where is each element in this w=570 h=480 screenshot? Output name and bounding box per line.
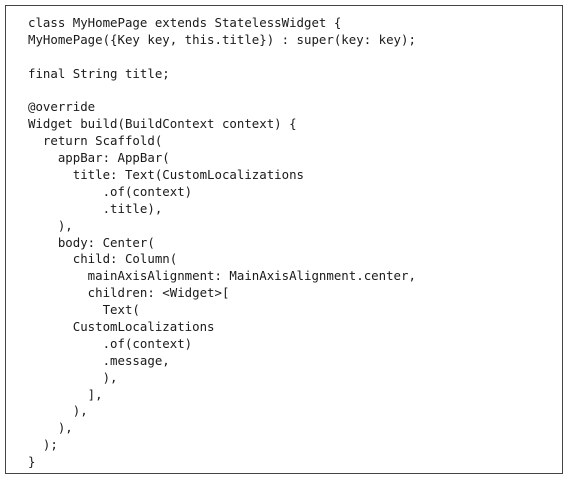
code-line-24: ), (28, 403, 88, 419)
code-line-14: body: Center( (28, 234, 155, 250)
code-line-26: ); (28, 437, 58, 453)
code-line-18: Text( (28, 302, 140, 318)
code-line-8: return Scaffold( (28, 133, 163, 149)
code-line-9: appBar: AppBar( (28, 150, 170, 166)
code-line-7: Widget build(BuildContext context) { (28, 116, 297, 132)
code-line-13: ), (28, 217, 73, 233)
code-line-11: .of(context) (28, 183, 193, 199)
code-line-17: children: <Widget>[ (28, 285, 230, 301)
code-line-1: class MyHomePage extends StatelessWidget… (28, 15, 342, 30)
code-line-23: ], (28, 386, 103, 402)
code-line-22: ), (28, 369, 118, 385)
code-line-3 (28, 49, 416, 66)
code-line-10: title: Text(CustomLocalizations (28, 167, 305, 183)
code-line-12: .title), (28, 200, 163, 216)
code-line-16: mainAxisAlignment: MainAxisAlignment.cen… (28, 268, 416, 284)
code-line-20: .of(context) (28, 335, 193, 351)
code-line-4: final String title; (28, 65, 170, 81)
code-block: class MyHomePage extends StatelessWidget… (28, 15, 416, 471)
code-line-6: @override (28, 99, 96, 115)
code-line-15: child: Column( (28, 251, 178, 267)
code-line-19: CustomLocalizations (28, 319, 215, 335)
code-line-2: MyHomePage({Key key, this.title}) : supe… (28, 31, 416, 47)
code-line-5 (28, 83, 416, 100)
code-line-27: } (28, 454, 36, 470)
code-line-25: ), (28, 420, 73, 436)
code-listing-frame: class MyHomePage extends StatelessWidget… (5, 5, 563, 474)
code-line-21: .message, (28, 352, 170, 368)
